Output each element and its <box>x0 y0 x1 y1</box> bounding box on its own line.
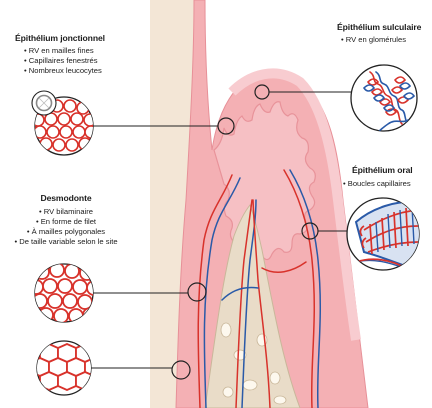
oral-item-1: • Boucles capillaires <box>343 180 411 189</box>
desmodonte-magnifier-1 <box>29 263 101 323</box>
desmodonte-item-4: • De taille variable selon le site <box>0 238 132 247</box>
junctional-item-3: • Nombreux leucocytes <box>24 67 102 76</box>
desmodonte-item-2: • En forme de filet <box>0 218 132 227</box>
oral-title: Épithélium oral <box>352 165 413 175</box>
sulcular-item-1: • RV en glomérules <box>341 36 406 45</box>
sulcular-magnifier <box>351 65 417 136</box>
desmodonte-title: Desmodonte <box>0 193 132 203</box>
oral-magnifier <box>347 198 422 272</box>
junctional-item-1: • RV en mailles fines <box>24 47 94 56</box>
fenestrated-capillary-inset <box>32 91 56 115</box>
junctional-title: Épithélium jonctionnel <box>15 33 105 43</box>
junctional-item-2: • Capillaires fenestrés <box>24 57 98 66</box>
sulcular-title: Épithélium sulculaire <box>337 22 421 32</box>
desmodonte-item-1: • RV bilaminaire <box>0 208 132 217</box>
desmodonte-item-3: • À mailles polygonales <box>0 228 132 237</box>
